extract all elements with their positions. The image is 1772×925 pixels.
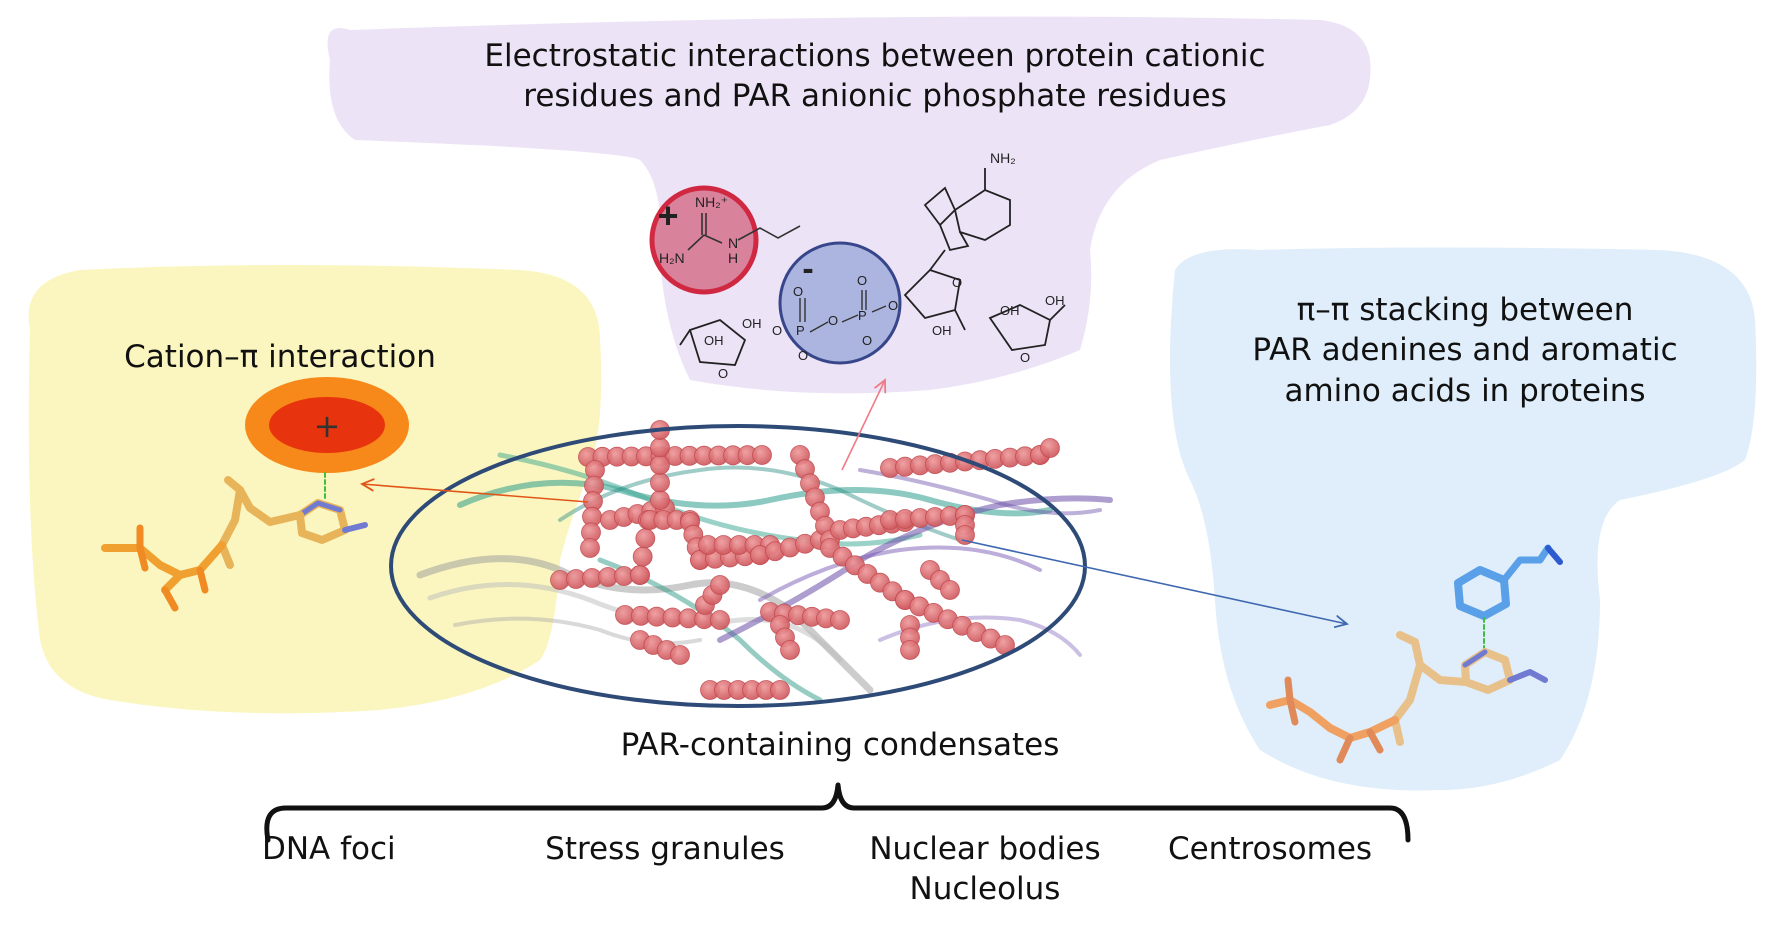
par-bead: [770, 680, 790, 700]
arrow-to-cation-pi: [362, 484, 589, 503]
label-centrosomes: Centrosomes: [1167, 831, 1373, 867]
categories-bracket: [264, 782, 1411, 843]
par-bead: [710, 575, 730, 595]
svg-text:H₂N: H₂N: [659, 250, 685, 266]
arrow-to-pi-pi: [961, 539, 1347, 624]
par-bead: [955, 525, 975, 545]
svg-text:OH: OH: [704, 333, 724, 348]
svg-text:OH: OH: [1000, 303, 1020, 318]
left-par-stick-molecule: [101, 472, 368, 612]
electrostatic-title: Electrostatic interactions between prote…: [484, 38, 1266, 115]
label-dna-foci: DNA foci: [262, 831, 396, 867]
svg-text:N: N: [728, 235, 738, 251]
par-bead: [752, 445, 772, 465]
par-bead: [580, 538, 600, 558]
par-bead: [710, 610, 730, 630]
svg-text:O: O: [862, 333, 872, 348]
par-bead: [780, 640, 800, 660]
cation-plus-sign: +: [657, 195, 678, 236]
svg-text:NH₂⁺: NH₂⁺: [695, 194, 728, 210]
svg-text:OH: OH: [932, 323, 952, 338]
cation-pi-title: Cation–π interaction: [124, 339, 436, 375]
par-bead: [1040, 438, 1060, 458]
par-bead: [632, 546, 653, 567]
par-bead: [900, 640, 920, 660]
svg-text:P: P: [796, 323, 805, 338]
svg-text:O: O: [828, 313, 838, 328]
svg-text:O: O: [772, 323, 782, 338]
cation-plus-sign-left: +: [314, 407, 341, 445]
phosphate-group: - O P O O O P O O O: [772, 241, 902, 365]
svg-text:O: O: [718, 366, 728, 381]
par-bead: [650, 437, 670, 458]
condensate-ellipse: [389, 424, 1087, 708]
pi-pi-title: π–π stacking between PAR adenines and ar…: [1252, 292, 1678, 409]
svg-text:NH₂: NH₂: [990, 150, 1016, 166]
svg-text:O: O: [793, 284, 803, 299]
svg-text:H: H: [728, 250, 738, 266]
ribose-adenine-structure: [679, 168, 1066, 366]
svg-text:O: O: [952, 275, 962, 290]
svg-text:O: O: [1020, 350, 1030, 365]
cation-ellipse: +: [245, 377, 409, 473]
arrow-to-electrostatic: [841, 380, 885, 471]
anion-minus-sign: -: [802, 250, 813, 288]
par-bead: [650, 472, 670, 493]
par-bead: [650, 490, 670, 510]
right-panel-blob: [1170, 247, 1757, 791]
par-bead: [830, 610, 850, 630]
par-bead: [650, 455, 670, 475]
par-bead: [670, 645, 690, 665]
guanidinium-group: + NH₂⁺ N H H₂N: [649, 185, 801, 295]
par-bead-chains: [550, 420, 1060, 700]
svg-text:OH: OH: [742, 316, 762, 331]
svg-text:P: P: [858, 308, 867, 323]
right-stacked-molecules: [1266, 544, 1563, 764]
svg-text:OH: OH: [1045, 293, 1065, 308]
svg-text:O: O: [888, 298, 898, 313]
top-panel-blob: [327, 16, 1371, 394]
svg-text:O: O: [798, 348, 808, 363]
label-stress-granules: Stress granules: [545, 831, 785, 867]
par-bead: [940, 580, 960, 600]
condensates-caption: PAR-containing condensates: [620, 727, 1060, 763]
svg-text:O: O: [857, 273, 867, 288]
par-bead: [635, 528, 656, 549]
par-bead: [630, 565, 650, 585]
label-nuclear-bodies: Nuclear bodies Nucleolus: [869, 831, 1101, 908]
